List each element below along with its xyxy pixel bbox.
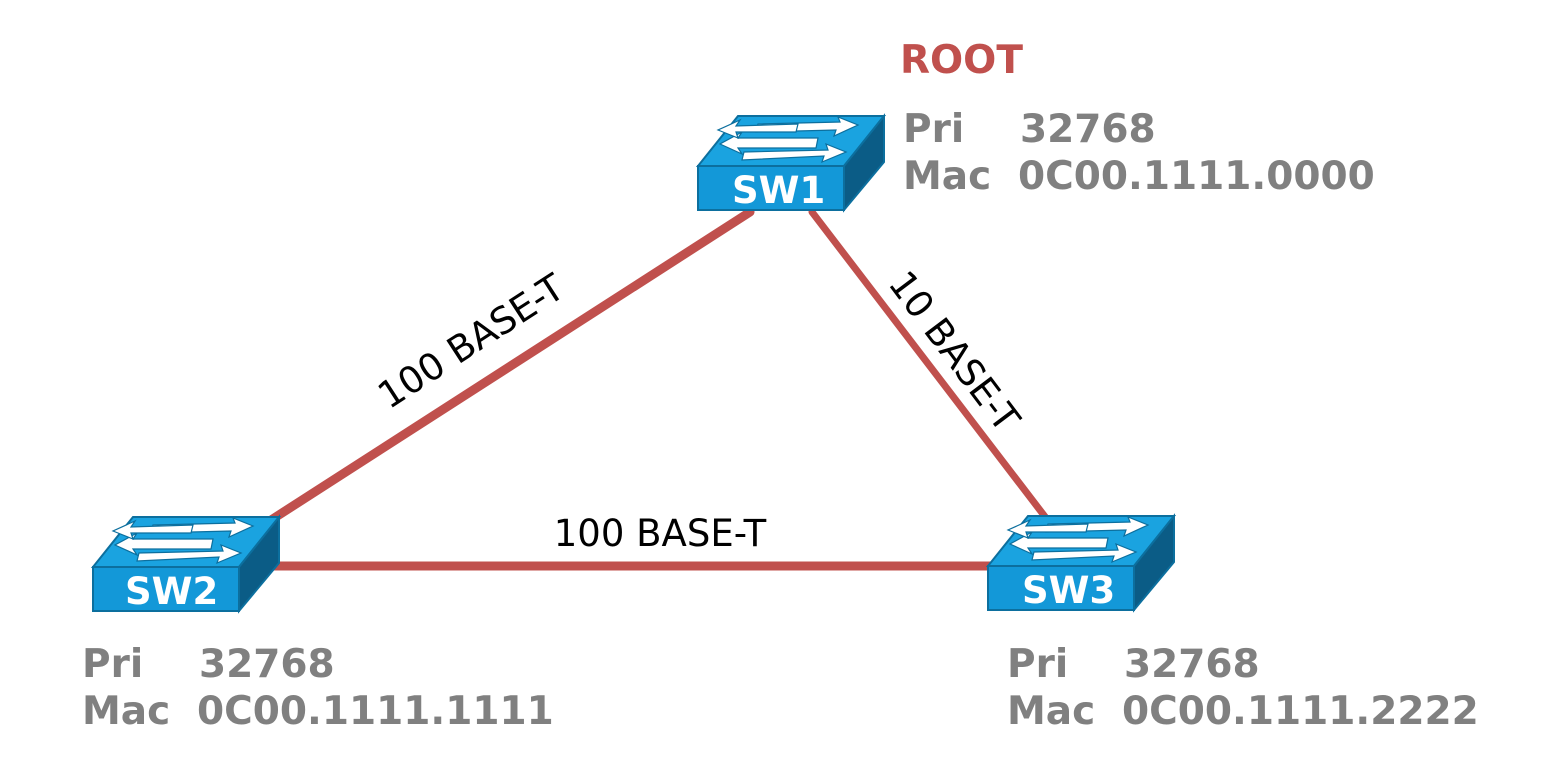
link-label-sw1-sw3: 10 BASE-T bbox=[880, 263, 1028, 440]
switch-info-sw2: Pri 32768 Mac 0C00.1111.1111 bbox=[82, 642, 554, 734]
switch-sw3[interactable]: SW3 bbox=[987, 515, 1175, 612]
mac-label: Mac bbox=[1007, 689, 1095, 734]
links-layer bbox=[263, 207, 1050, 571]
mac-value: 0C00.1111.0000 bbox=[1018, 154, 1375, 199]
pri-value: 32768 bbox=[199, 642, 335, 687]
switch-sw1[interactable]: SW1 bbox=[697, 115, 885, 212]
switch-label: SW1 bbox=[732, 169, 825, 212]
link-label-sw2-sw3: 100 BASE-T bbox=[554, 512, 767, 555]
switch-sw2[interactable]: SW2 bbox=[92, 516, 280, 613]
root-label: ROOT bbox=[900, 38, 1023, 83]
switch-label: SW3 bbox=[1022, 569, 1115, 612]
pri-label: Pri bbox=[903, 107, 964, 152]
pri-value: 32768 bbox=[1020, 107, 1156, 152]
pri-label: Pri bbox=[82, 642, 143, 687]
switch-info-sw1: Pri 32768 Mac 0C00.1111.0000 bbox=[903, 107, 1375, 199]
mac-label: Mac bbox=[903, 154, 991, 199]
link-sw1-sw2 bbox=[263, 207, 755, 527]
pri-value: 32768 bbox=[1124, 642, 1260, 687]
link-sw1-sw3 bbox=[808, 208, 1050, 522]
switch-info-sw3: Pri 32768 Mac 0C00.1111.2222 bbox=[1007, 642, 1479, 734]
mac-value: 0C00.1111.2222 bbox=[1122, 689, 1479, 734]
pri-label: Pri bbox=[1007, 642, 1068, 687]
mac-value: 0C00.1111.1111 bbox=[197, 689, 554, 734]
mac-label: Mac bbox=[82, 689, 170, 734]
switch-label: SW2 bbox=[125, 570, 218, 613]
